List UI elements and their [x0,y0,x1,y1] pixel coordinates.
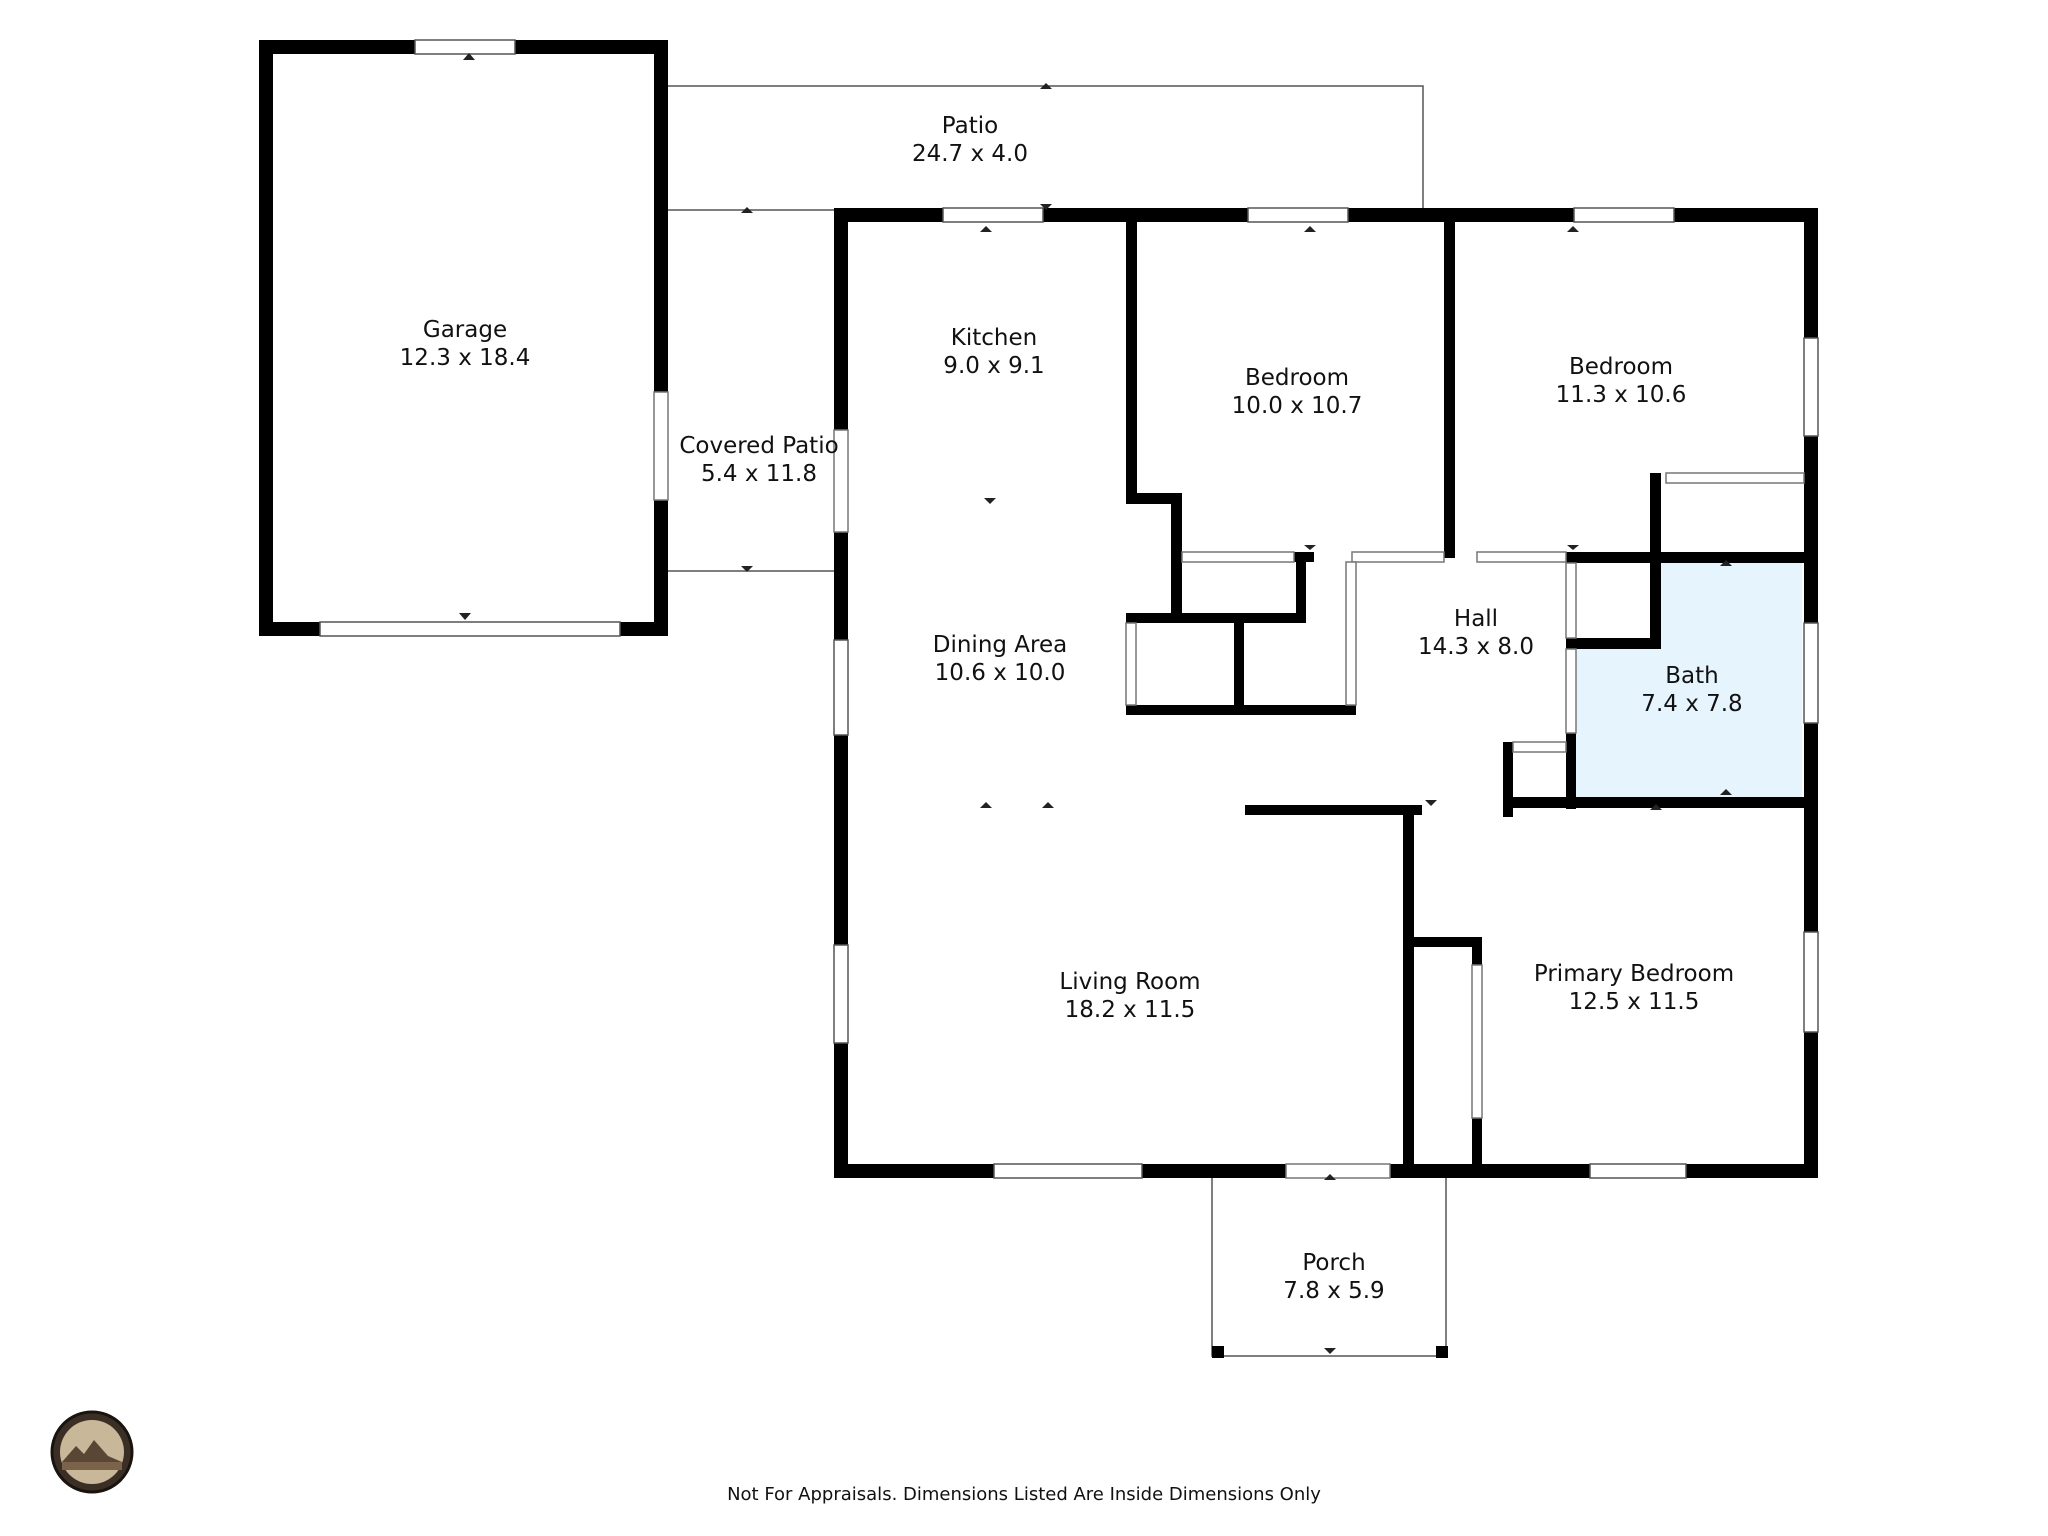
bath-fill [1566,563,1802,802]
room-name: Patio [941,113,999,139]
room-name: Bedroom [1244,365,1350,391]
room-label-kitchen: Kitchen 9.0 x 9.1 [943,324,1044,380]
room-dims: 9.0 x 9.1 [943,353,1045,379]
room-name: Hall [1453,606,1499,632]
room-dims: 12.5 x 11.5 [1568,989,1700,1015]
room-dims: 14.3 x 8.0 [1417,634,1535,660]
room-label-covered-patio: Covered Patio 5.4 x 11.8 [679,432,838,488]
room-label-dining-area: Dining Area 10.6 x 10.0 [933,631,1068,687]
room-dims: 10.0 x 10.7 [1231,393,1363,419]
windows [319,39,1819,1179]
room-label-garage: Garage 12.3 x 18.4 [400,316,531,372]
room-label-primary-bedroom: Primary Bedroom 12.5 x 11.5 [1534,960,1734,1016]
room-dims: 10.6 x 10.0 [934,660,1066,686]
room-name: Living Room [1059,969,1201,995]
room-label-living-room: Living Room 18.2 x 11.5 [1059,968,1200,1024]
room-name: Dining Area [932,632,1068,658]
room-name: Primary Bedroom [1533,961,1735,987]
room-name: Covered Patio [679,433,839,459]
room-label-bedroom-1: Bedroom 10.0 x 10.7 [1232,364,1363,420]
room-dims: 11.3 x 10.6 [1555,382,1687,408]
photography-logo-icon [50,1410,134,1494]
room-dims: 5.4 x 11.8 [700,461,818,487]
room-name: Bedroom [1568,354,1674,380]
outdoor-outlines [666,85,1447,1357]
room-label-hall: Hall 14.3 x 8.0 [1418,605,1534,661]
room-dims: 18.2 x 11.5 [1064,997,1196,1023]
room-dims: 7.4 x 7.8 [1641,691,1743,717]
room-name: Kitchen [950,325,1038,351]
disclaimer-note: Not For Appraisals. Dimensions Listed Ar… [727,1484,1321,1505]
room-label-bath: Bath 7.4 x 7.8 [1641,662,1742,718]
room-name: Bath [1665,663,1719,689]
room-label-porch: Porch 7.8 x 5.9 [1283,1249,1384,1305]
room-name: Porch [1302,1250,1366,1276]
dimension-ticks [459,53,1732,1354]
room-dims: 24.7 x 4.0 [911,141,1029,167]
room-label-bedroom-2: Bedroom 11.3 x 10.6 [1556,353,1687,409]
room-name: Garage [422,317,508,343]
openings [653,391,1805,1179]
room-label-patio: Patio 24.7 x 4.0 [912,112,1028,168]
room-dims: 7.8 x 5.9 [1283,1278,1385,1304]
room-dims: 12.3 x 18.4 [399,345,531,371]
